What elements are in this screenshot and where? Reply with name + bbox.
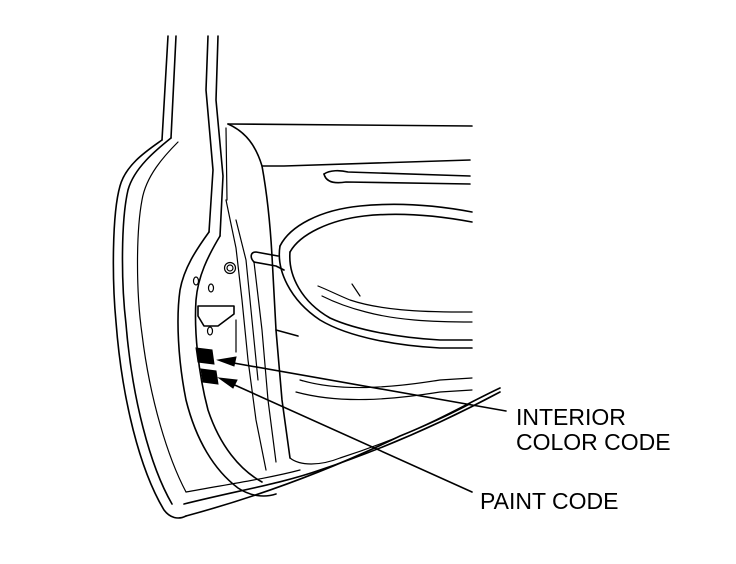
interior-color-code-label <box>195 347 215 365</box>
striker-hardware <box>192 261 237 353</box>
interior-color-code-label-text: INTERIOR COLOR CODE <box>516 404 671 455</box>
jamb-face <box>177 199 277 497</box>
interior-color-code-arrowhead <box>216 356 237 367</box>
code-labels <box>195 347 219 385</box>
paint-code-leader <box>227 381 473 493</box>
body-outline <box>112 137 501 519</box>
leader-lines <box>216 356 507 493</box>
paint-code-label-text: PAINT CODE <box>480 488 619 514</box>
paint-code-label <box>200 368 219 385</box>
paint-code-arrowhead <box>217 377 238 389</box>
interior-color-code-leader <box>227 361 507 412</box>
door-handle-recess <box>323 169 471 185</box>
b-pillar <box>161 35 228 237</box>
armrest-trim <box>278 203 473 349</box>
door-panel <box>227 123 473 465</box>
